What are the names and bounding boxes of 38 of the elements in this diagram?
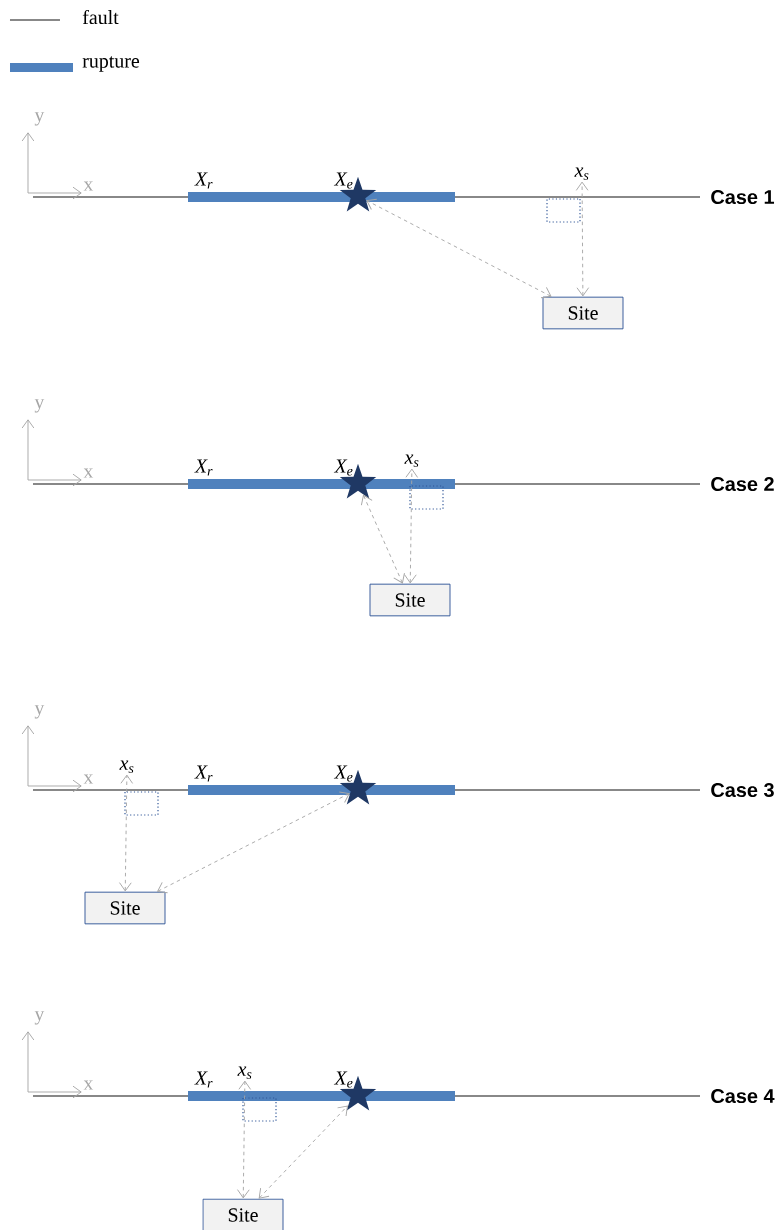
site-projection-label: x$_{s}$ bbox=[404, 454, 419, 467]
axis-label: x bbox=[83, 468, 94, 478]
site-projection-label: x$_{s}$ bbox=[574, 167, 589, 180]
axis-label: y bbox=[34, 1011, 45, 1025]
rupture-start-label: X$_{r}$ bbox=[194, 459, 213, 476]
site-box: Site bbox=[542, 296, 624, 330]
distance-arrow bbox=[237, 1080, 252, 1199]
site-projection-label: x$_{s}$ bbox=[237, 1066, 252, 1079]
rupture-start-label: X$_{r}$ bbox=[194, 172, 213, 189]
site-box: Site bbox=[202, 1198, 284, 1230]
case-label: Case 1 bbox=[711, 189, 774, 205]
case-label: Case 3 bbox=[711, 782, 774, 798]
axis-label: x bbox=[83, 774, 94, 784]
axis-label: x bbox=[83, 1080, 94, 1090]
distance-arrow bbox=[360, 494, 405, 584]
distance-arrow bbox=[366, 198, 552, 299]
distance-arrow bbox=[258, 1105, 348, 1199]
distance-arrow bbox=[575, 181, 590, 297]
legend-text: rupture bbox=[82, 56, 140, 72]
site-box: Site bbox=[369, 583, 451, 617]
legend-text: fault bbox=[82, 9, 119, 25]
epicenter-label: X$_{e}$ bbox=[333, 172, 353, 189]
distance-arrow bbox=[404, 468, 419, 584]
epicenter-label: X$_{e}$ bbox=[333, 765, 353, 782]
epicenter-label: X$_{e}$ bbox=[333, 459, 353, 476]
case-label: Case 4 bbox=[711, 1088, 775, 1104]
rupture-start-label: X$_{r}$ bbox=[194, 1071, 213, 1088]
axis-label: y bbox=[34, 705, 45, 719]
case-label: Case 2 bbox=[711, 476, 774, 492]
rupture-start-label: X$_{r}$ bbox=[194, 765, 213, 782]
site-projection-label: x$_{s}$ bbox=[119, 760, 134, 773]
axis-label: x bbox=[83, 181, 94, 191]
distance-arrow bbox=[119, 774, 134, 892]
site-box: Site bbox=[84, 891, 166, 925]
axis-label: y bbox=[34, 112, 45, 126]
distance-arrow bbox=[157, 791, 350, 894]
epicenter-label: X$_{e}$ bbox=[333, 1071, 353, 1088]
axis-label: y bbox=[34, 399, 45, 413]
